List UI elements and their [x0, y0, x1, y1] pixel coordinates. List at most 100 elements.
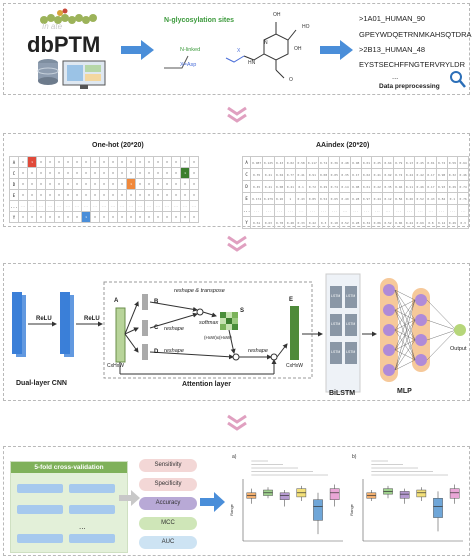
- onehot-cell: ...: [63, 200, 73, 212]
- onehot-title: One-hot (20*20): [92, 142, 144, 149]
- dbptm-logo-text: dbPTM: [27, 32, 101, 57]
- cv-fold-block: [69, 534, 115, 543]
- aaindex-cell: 0.22: [371, 180, 384, 193]
- flow-arrow-icon: [320, 40, 353, 60]
- aaindex-cell: 0.26: [273, 192, 286, 205]
- onehot-cell: 0: [18, 189, 28, 201]
- onehot-row-label: A: [9, 156, 19, 168]
- onehot-cell: 0: [18, 211, 28, 223]
- aaindex-cell: 0.33: [295, 216, 307, 229]
- aaindex-cell: 0.44: [403, 216, 416, 229]
- onehot-cell: 0: [117, 178, 127, 190]
- onehot-cell: 0: [171, 178, 181, 190]
- onehot-cell: 0: [72, 167, 82, 179]
- molecule-label-oh1: OH: [273, 12, 281, 18]
- onehot-cell: ...: [72, 200, 82, 212]
- onehot-cell: 0: [117, 156, 127, 168]
- onehot-cell: ...: [90, 200, 100, 212]
- preprocess-label: Data preprocessing: [379, 83, 440, 90]
- reshape-transpose-label: reshape & transpose: [174, 288, 225, 294]
- aaindex-cell: 0.13: [403, 156, 416, 169]
- onehot-cell: ...: [162, 200, 172, 212]
- aaindex-cell: ...: [382, 204, 394, 217]
- cnn-label: Dual-layer CNN: [16, 380, 67, 387]
- onehot-cell: 0: [36, 167, 46, 179]
- aaindex-cell: 0.98: [349, 156, 362, 169]
- onehot-cell: 0: [180, 189, 190, 201]
- onehot-cell: 0: [72, 156, 82, 168]
- n-linked-label: N-linked: [180, 47, 201, 53]
- onehot-cell: 0: [144, 178, 154, 190]
- onehot-cell: 0: [81, 156, 91, 168]
- aaindex-cell: ...: [446, 204, 459, 217]
- onehot-cell: ...: [135, 200, 145, 212]
- aaindex-cell: 0.21: [261, 168, 275, 181]
- aaindex-cell: 0.04: [273, 168, 286, 181]
- aaindex-cell: 0.14: [435, 216, 448, 229]
- cv-fold-block: [17, 484, 63, 493]
- aaindex-cell: 0.1: [446, 192, 459, 205]
- onehot-cell: ...: [45, 200, 55, 212]
- box: [433, 498, 443, 518]
- onehot-cell: 0: [153, 167, 163, 179]
- onehot-cell: 0: [45, 189, 55, 201]
- aaindex-cell: 0.35: [339, 168, 351, 181]
- metric-auc: AUC: [139, 536, 197, 549]
- relu-label-2: ReLU: [84, 316, 100, 322]
- box: [399, 491, 410, 499]
- onehot-cell: 0: [162, 189, 172, 201]
- reshape-out-label: reshape: [248, 348, 268, 354]
- onehot-cell: 0: [153, 189, 163, 201]
- aaindex-cell: 0.64: [382, 156, 394, 169]
- aaindex-row-label: D: [241, 180, 252, 193]
- onehot-cell: 0: [189, 178, 199, 190]
- box: [313, 499, 323, 521]
- molecule-label-x: X: [237, 48, 241, 54]
- box: [329, 488, 340, 500]
- aaindex-cell: ...: [317, 204, 330, 217]
- onehot-cell: 0: [90, 189, 100, 201]
- onehot-cell: ...: [108, 200, 118, 212]
- onehot-cell: 0: [135, 167, 145, 179]
- box: [449, 488, 460, 499]
- onehot-cell: 0: [54, 167, 64, 179]
- aaindex-cell: ...: [435, 204, 448, 217]
- onehot-cell: ...: [153, 200, 163, 212]
- onehot-cell: 0: [171, 189, 181, 201]
- onehot-cell: 0: [27, 167, 37, 179]
- aaindex-row-label: E: [241, 192, 252, 205]
- boxplot-chart-a: Range: [229, 460, 343, 542]
- aaindex-cell: 0.42: [305, 216, 319, 229]
- cv-ellipsis: ...: [79, 522, 86, 531]
- onehot-cell: 0: [36, 156, 46, 168]
- sequence-line: ...: [392, 72, 399, 81]
- onehot-cell: 0: [18, 178, 28, 190]
- aaindex-cell: 0.42: [414, 168, 427, 181]
- onehot-cell: 0: [63, 156, 73, 168]
- aaindex-cell: 0.25: [371, 156, 384, 169]
- onehot-cell: 0: [72, 211, 82, 223]
- attn-b-label: B: [154, 299, 159, 305]
- onehot-cell: 0: [126, 189, 136, 201]
- aaindex-cell: 0.46: [392, 180, 405, 193]
- onehot-row-label: C: [9, 167, 19, 179]
- onehot-cell: 0: [81, 178, 91, 190]
- flow-arrow-icon: [121, 40, 154, 60]
- chart-b-tag: b): [352, 454, 357, 460]
- panel-data-collection: In ate dbPTM N-glycosylation sites N-lin…: [3, 3, 472, 95]
- onehot-cell: 0: [117, 167, 127, 179]
- aaindex-cell: 0.74: [328, 180, 341, 193]
- onehot-cell: 0: [54, 211, 64, 223]
- aaindex-cell: 0.52: [339, 216, 351, 229]
- onehot-cell: 0: [189, 167, 199, 179]
- onehot-cell: 0: [81, 189, 91, 201]
- onehot-cell: 0: [180, 156, 190, 168]
- onehot-cell: 0: [144, 189, 154, 201]
- aaindex-cell: 0.987: [250, 156, 263, 169]
- aaindex-cell: ...: [250, 204, 263, 217]
- onehot-cell: 0: [36, 211, 46, 223]
- onehot-row-label: ...: [9, 200, 19, 212]
- aaindex-cell: 0.63: [261, 216, 275, 229]
